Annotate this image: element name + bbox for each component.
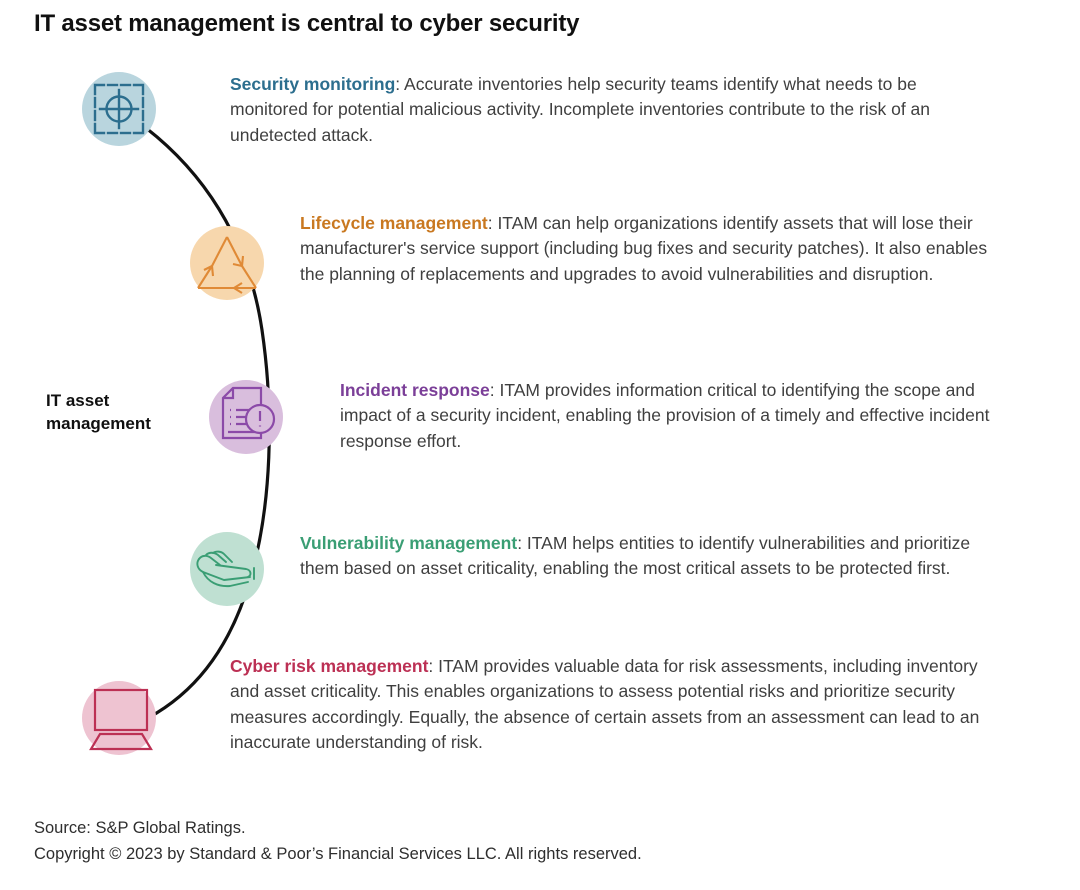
text-block-vulnerability-management: Vulnerability management: ITAM helps ent… — [300, 531, 1000, 582]
text-block-incident-response: Incident response: ITAM provides informa… — [340, 378, 1008, 454]
node-incident-response[interactable] — [209, 380, 283, 454]
node-lifecycle-management[interactable] — [190, 226, 264, 300]
crosshair-target-icon — [93, 83, 145, 135]
lead-incident-response: Incident response — [340, 380, 490, 400]
footer: Source: S&P Global Ratings. Copyright © … — [34, 815, 642, 868]
body-security-monitoring: : Accurate inventories help security tea… — [230, 74, 931, 145]
document-alert-icon — [221, 386, 276, 440]
text-block-lifecycle-management: Lifecycle management: ITAM can help orga… — [300, 211, 1000, 287]
text-block-security-monitoring: Security monitoring: Accurate inventorie… — [230, 72, 990, 148]
lead-vulnerability-management: Vulnerability management — [300, 533, 518, 553]
laptop-icon — [89, 688, 153, 751]
center-label: IT asset management — [46, 391, 151, 433]
body-lifecycle-management: : ITAM can help organizations identify a… — [300, 213, 988, 284]
lead-security-monitoring: Security monitoring — [230, 74, 396, 94]
page-title: IT asset management is central to cyber … — [34, 10, 580, 37]
footer-source: Source: S&P Global Ratings. — [34, 819, 246, 837]
node-vulnerability-management[interactable] — [190, 532, 264, 606]
body-cyber-risk-management: : ITAM provides valuable data for risk a… — [230, 656, 980, 753]
node-security-monitoring[interactable] — [82, 72, 156, 146]
lead-cyber-risk-management: Cyber risk management — [230, 656, 429, 676]
body-incident-response: : ITAM provides information critical to … — [340, 380, 990, 451]
lead-lifecycle-management: Lifecycle management — [300, 213, 488, 233]
footer-copyright: Copyright © 2023 by Standard & Poor’s Fi… — [34, 845, 642, 864]
body-vulnerability-management: : ITAM helps entities to identify vulner… — [300, 533, 971, 579]
text-block-cyber-risk-management: Cyber risk management: ITAM provides val… — [230, 654, 990, 756]
recycle-icon — [197, 236, 257, 294]
open-hand-icon — [196, 550, 255, 588]
node-cyber-risk-management[interactable] — [82, 681, 156, 755]
